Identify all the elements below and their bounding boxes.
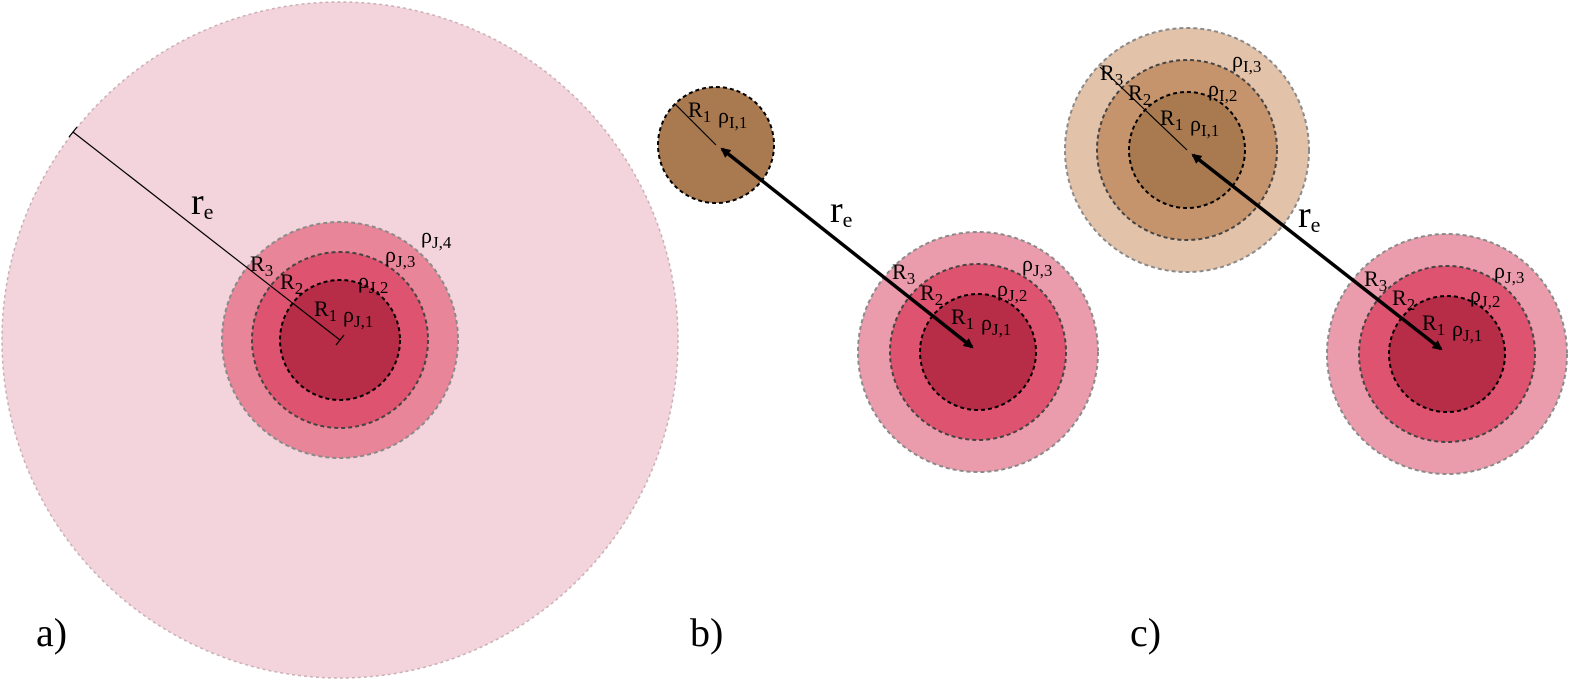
- shell-j1-b: [919, 293, 1037, 411]
- R3-label-b: R3: [892, 259, 915, 288]
- re-radius-line-a: [72, 131, 341, 341]
- R1-label-c: R1: [1422, 310, 1445, 339]
- inclusion-R2-label-c: R2: [1128, 80, 1151, 109]
- rho4-label-a: ρJ,4: [421, 223, 452, 252]
- panel-label-b: b): [690, 610, 723, 655]
- rho1-label-a: ρJ,1: [343, 302, 373, 331]
- re-label-a: re: [191, 181, 213, 224]
- rho2-label-a: ρJ,2: [358, 268, 388, 297]
- panel-label-c: c): [1130, 610, 1161, 655]
- rho3-label-c: ρJ,3: [1494, 258, 1524, 287]
- rho2-label-b: ρJ,2: [997, 276, 1027, 305]
- center-tick-a: [335, 334, 345, 346]
- inclusion-R3-label-c: R3: [1100, 60, 1123, 89]
- rho1-label-c: ρJ,1: [1452, 316, 1482, 345]
- re-arrow-c: [1191, 153, 1443, 351]
- panel-b: R1 ρI,1 re R3 R2 R1 ρJ,1 ρJ,2 ρJ,3 b): [657, 86, 1099, 655]
- inclusion-radius-line-b: [674, 103, 717, 146]
- inclusion-rho1-label-c: ρI,1: [1190, 111, 1219, 140]
- rho1-label-b: ρJ,1: [981, 310, 1011, 339]
- rho3-label-b: ρJ,3: [1022, 251, 1052, 280]
- panel-c: R3 R2 R1 ρI,1 ρI,2 ρI,3 re R3 R2 R1 ρJ,1…: [1064, 27, 1568, 655]
- panel-a: re R3 R2 R1 ρJ,1 ρJ,2 ρJ,3 ρJ,4 a): [1, 1, 679, 679]
- R3-label-c: R3: [1364, 266, 1387, 295]
- rho3-label-a: ρJ,3: [385, 242, 415, 271]
- inclusion-radius-line-c: [1099, 66, 1188, 151]
- re-arrow-b: [720, 147, 974, 349]
- R1-label-a: R1: [314, 296, 337, 325]
- R1-label-b: R1: [951, 304, 974, 333]
- inclusion-rho3-label-c: ρI,3: [1232, 47, 1261, 76]
- inclusion-rho2-label-c: ρI,2: [1208, 76, 1237, 105]
- re-label-c: re: [1298, 194, 1320, 237]
- R2-label-a: R2: [280, 269, 303, 298]
- R3-label-a: R3: [250, 251, 273, 280]
- R2-label-c: R2: [1392, 285, 1415, 314]
- inclusion-R1-label-b: R1: [688, 97, 711, 126]
- R2-label-b: R2: [920, 280, 943, 309]
- re-label-b: re: [830, 189, 852, 232]
- panel-label-a: a): [36, 610, 67, 655]
- inclusion-R1-label-c: R1: [1160, 105, 1183, 134]
- rho2-label-c: ρJ,2: [1470, 282, 1500, 311]
- re-tick-a: [68, 126, 78, 138]
- inclusion-rho1-label-b: ρI,1: [718, 103, 747, 132]
